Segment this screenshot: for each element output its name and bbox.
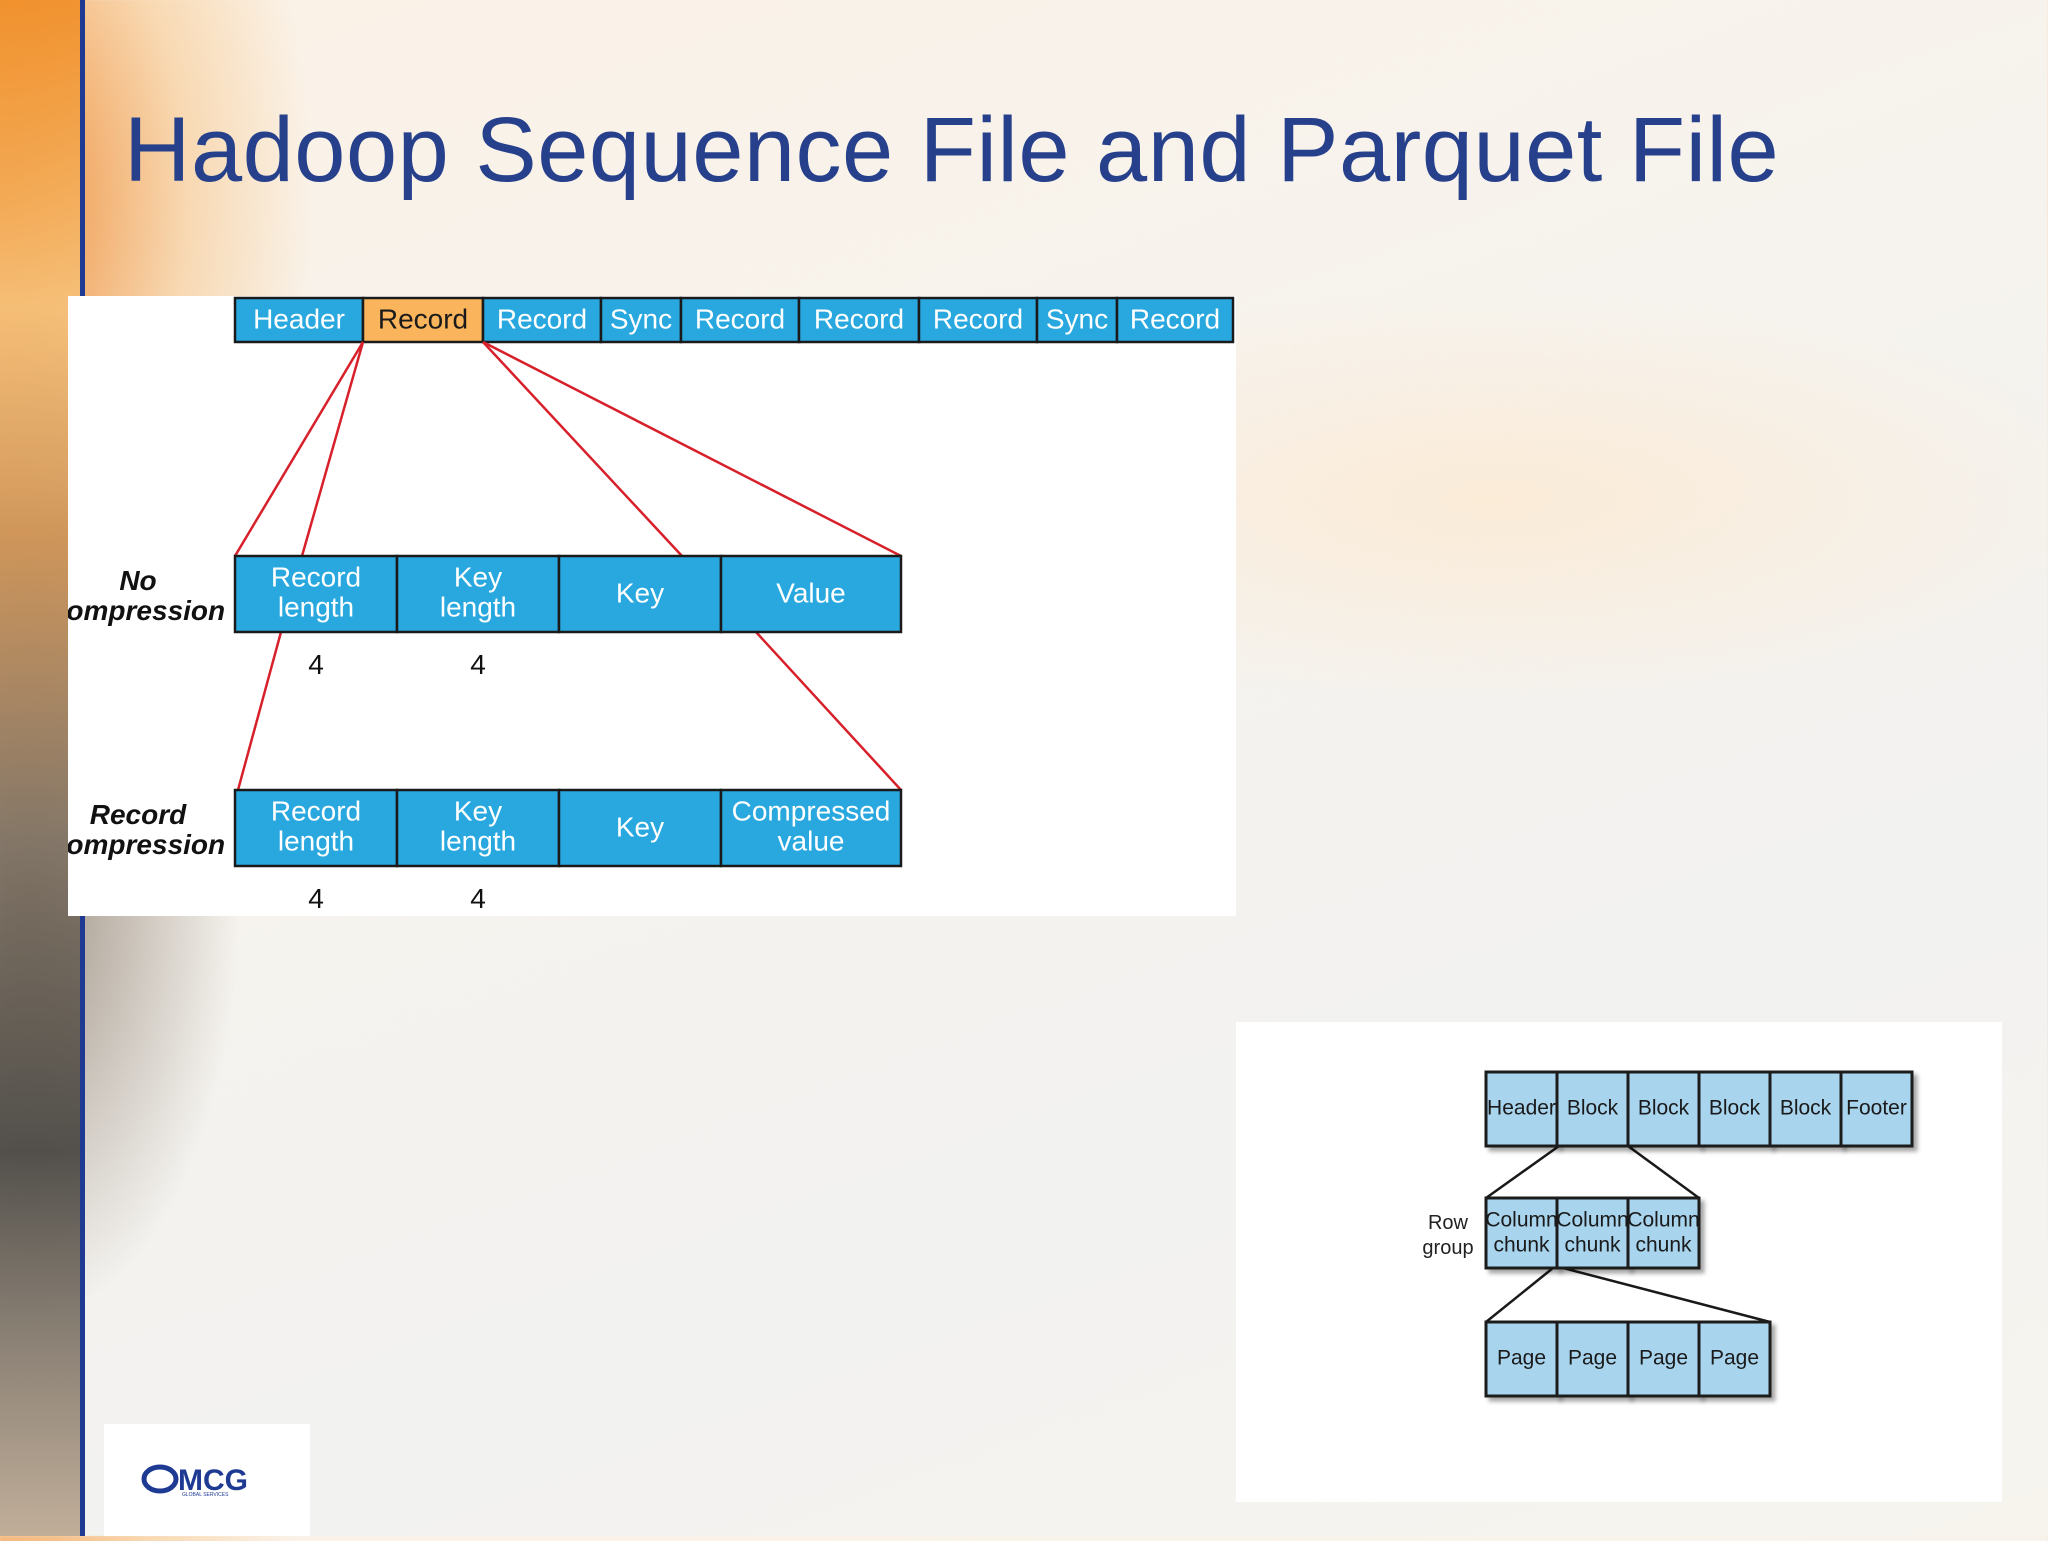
- sequence-cell-record-5: [797, 296, 921, 344]
- column-chunk-label-0-b: chunk: [1493, 1234, 1550, 1257]
- sequence-cell-label-7: Sync: [1046, 303, 1108, 334]
- no-compression-field-label-3: Value: [776, 577, 846, 608]
- sequence-cell-label-0: Header: [253, 303, 345, 334]
- page-3: [1697, 1320, 1772, 1398]
- parquet-cell-label-1: Block: [1567, 1097, 1619, 1120]
- sequence-cell-label-6: Record: [933, 303, 1023, 334]
- decorative-left-strip: [0, 0, 80, 1536]
- no-compression-field-label-0-a: Record: [271, 561, 361, 592]
- record-compression-field-label-3-a: Compressed: [732, 795, 891, 826]
- no-compression-label-2: compression: [68, 595, 225, 626]
- no-compression-label-1: No: [119, 565, 156, 596]
- sequence-connectors: [233, 340, 902, 791]
- page-label-1: Page: [1568, 1347, 1617, 1370]
- sequence-connector-5: [755, 631, 902, 791]
- parquet-cell-footer-5: [1839, 1070, 1914, 1148]
- parquet-pages-row: Page Page Page Page: [1484, 1320, 1772, 1398]
- globe-icon: [141, 1464, 179, 1494]
- sequence-connector-2: [482, 341, 683, 557]
- parquet-cell-label-3: Block: [1709, 1097, 1761, 1120]
- page-label-0: Page: [1497, 1347, 1546, 1370]
- parquet-cell-label-4: Block: [1780, 1097, 1832, 1120]
- no-compression-size-1: 4: [470, 649, 486, 680]
- page-label-3: Page: [1710, 1347, 1759, 1370]
- record-compression-size-0: 4: [308, 883, 324, 914]
- record-compression-field-0: [233, 788, 399, 868]
- logo-subtext: GLOBAL SERVICES: [182, 1492, 229, 1498]
- mcg-logo: MCG GLOBAL SERVICES: [104, 1424, 310, 1536]
- sequence-cell-sync-3: [599, 296, 683, 344]
- page-2: [1626, 1320, 1701, 1398]
- column-chunk-label-2-b: chunk: [1635, 1234, 1692, 1257]
- parquet-connector-3: [1562, 1266, 1771, 1324]
- logo-svg: MCG GLOBAL SERVICES: [141, 1464, 248, 1498]
- parquet-cell-block-3: [1697, 1070, 1772, 1148]
- sequence-cell-label-1: Record: [378, 303, 468, 334]
- record-compression-row: Recordlength4Keylength4KeyCompressedvalu…: [233, 788, 903, 914]
- sequence-cell-label-5: Record: [814, 303, 904, 334]
- slide-title: Hadoop Sequence File and Parquet File: [124, 99, 1780, 201]
- sequence-cell-label-8: Record: [1130, 303, 1220, 334]
- sequence-cell-header-0: [233, 296, 365, 344]
- parquet-cell-block-4: [1768, 1070, 1843, 1148]
- column-chunk-1: [1555, 1196, 1630, 1270]
- parquet-connector-0: [1485, 1144, 1560, 1200]
- parquet-cell-label-0: Header: [1487, 1097, 1556, 1120]
- no-compression-field-label-1-b: length: [440, 591, 516, 622]
- sequence-connector-3: [482, 340, 902, 558]
- no-compression-field-label-1-a: Key: [454, 561, 502, 592]
- sequence-cell-label-2: Record: [497, 303, 587, 334]
- column-chunk-label-2-a: Column: [1627, 1209, 1699, 1232]
- record-compression-label-1: Record: [90, 799, 187, 830]
- record-compression-field-label-1-b: length: [440, 825, 516, 856]
- record-compression-field-1: [395, 788, 561, 868]
- parquet-top-row: Header Block Block Block Block Footer: [1484, 1070, 1914, 1148]
- record-compression-field-label-1-a: Key: [454, 795, 502, 826]
- sequence-connector-0: [233, 341, 365, 557]
- sequence-cell-label-4: Record: [695, 303, 785, 334]
- parquet-connectors: [1485, 1144, 1771, 1324]
- record-compression-field-3: [719, 788, 903, 868]
- sequence-cell-record-2: [481, 296, 603, 344]
- record-compression-field-label-2: Key: [616, 811, 664, 842]
- column-chunk-label-0-a: Column: [1485, 1209, 1557, 1232]
- sequence-top-row: Header Record Record Sync Record Record Record…: [233, 296, 1235, 344]
- column-chunk-label-1-a: Column: [1556, 1209, 1628, 1232]
- column-chunk-2: [1626, 1196, 1701, 1270]
- no-compression-field-label-0-b: length: [278, 591, 354, 622]
- column-chunk-0: [1484, 1196, 1559, 1270]
- logo-text: MCG: [178, 1464, 248, 1497]
- row-group-label-1: Row: [1428, 1212, 1469, 1234]
- sequence-connector-1: [300, 341, 365, 557]
- parquet-connector-1: [1627, 1144, 1700, 1200]
- parquet-cell-label-5: Footer: [1846, 1097, 1907, 1120]
- sequence-cell-record-4: [679, 296, 801, 344]
- parquet-connector-2: [1485, 1267, 1554, 1323]
- record-compression-field-2: [557, 788, 723, 868]
- record-compression-field-label-3-b: value: [778, 825, 845, 856]
- column-chunk-label-1-b: chunk: [1564, 1234, 1621, 1257]
- record-compression-field-label-0-b: length: [278, 825, 354, 856]
- record-compression-size-1: 4: [470, 883, 486, 914]
- sequence-cell-record-6: [917, 296, 1039, 344]
- record-compression-label-2: compression: [68, 829, 225, 860]
- no-compression-field-0: [233, 554, 399, 634]
- no-compression-size-0: 4: [308, 649, 324, 680]
- no-compression-field-label-2: Key: [616, 577, 664, 608]
- record-compression-field-label-0-a: Record: [271, 795, 361, 826]
- sequence-cell-label-3: Sync: [610, 303, 672, 334]
- no-compression-field-2: [557, 554, 723, 634]
- parquet-cell-label-2: Block: [1638, 1097, 1690, 1120]
- sequence-connector-4: [236, 631, 283, 791]
- no-compression-field-3: [719, 554, 903, 634]
- sequence-cell-record-8: [1115, 296, 1235, 344]
- row-group-label-2: group: [1422, 1237, 1473, 1259]
- page-label-2: Page: [1639, 1347, 1688, 1370]
